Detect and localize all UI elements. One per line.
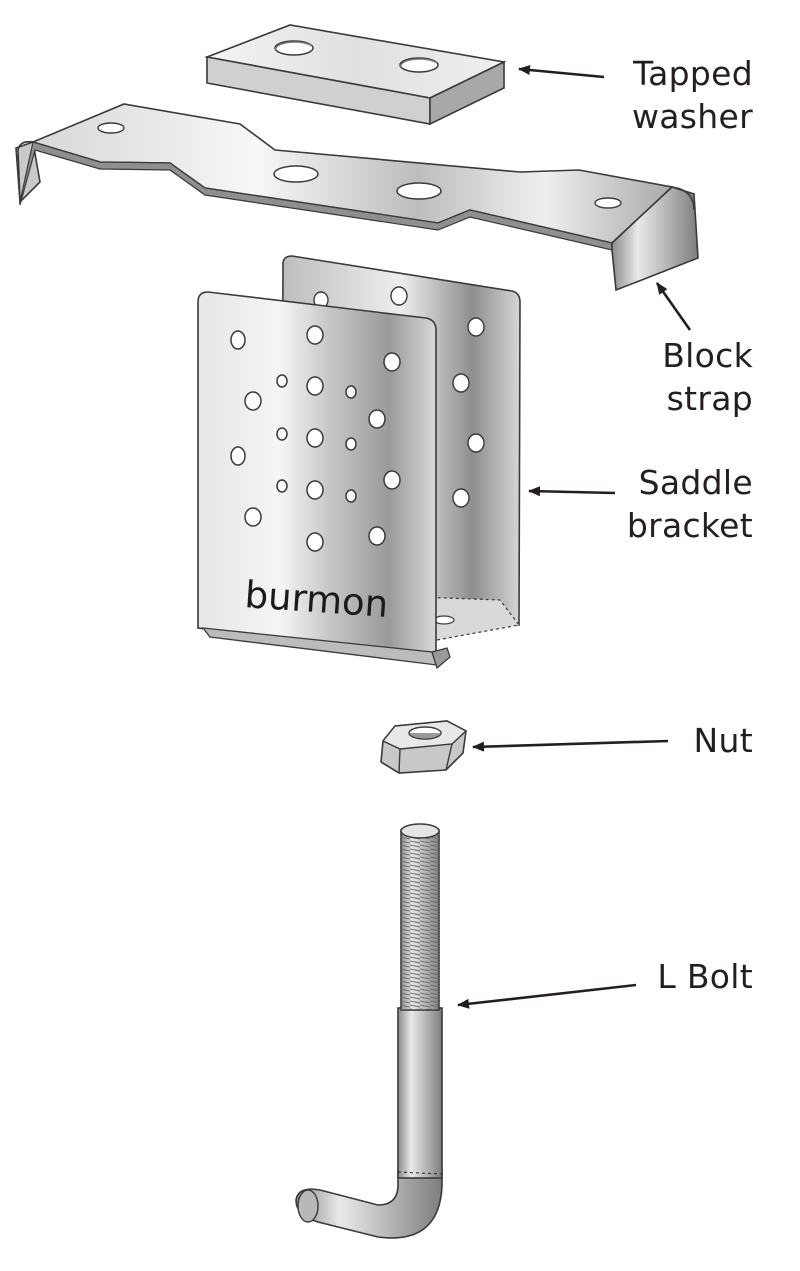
saddle-bracket-part: burmon (197, 255, 521, 670)
l-bolt-part (295, 823, 443, 1239)
arrow-saddle-bracket (528, 486, 616, 497)
nut-part (380, 720, 468, 774)
label-tapped-washer-line2: washer (632, 97, 753, 136)
label-saddle-bracket-line2: bracket (626, 506, 753, 545)
label-nut: Nut (694, 719, 753, 762)
brand-logo: burmon (243, 573, 389, 626)
label-saddle-bracket: Saddle bracket (627, 461, 753, 547)
label-saddle-bracket-line1: Saddle (638, 463, 753, 502)
arrow-nut (472, 739, 669, 752)
callout-arrows (457, 65, 692, 1009)
tapped-washer-part (204, 24, 507, 126)
arrow-block-strap (655, 282, 692, 331)
block-strap-part (15, 103, 699, 292)
arrow-l-bolt (457, 983, 637, 1009)
label-tapped-washer: Tapped washer (632, 52, 753, 138)
label-block-strap: Block strap (662, 334, 753, 420)
arrow-tapped-washer (518, 65, 605, 79)
label-block-strap-line1: Block (662, 336, 753, 375)
label-nut-line1: Nut (693, 721, 753, 760)
label-l-bolt-line1: L Bolt (657, 957, 753, 996)
label-tapped-washer-line1: Tapped (633, 54, 753, 93)
label-block-strap-line2: strap (666, 379, 753, 418)
label-l-bolt: L Bolt (657, 955, 753, 998)
